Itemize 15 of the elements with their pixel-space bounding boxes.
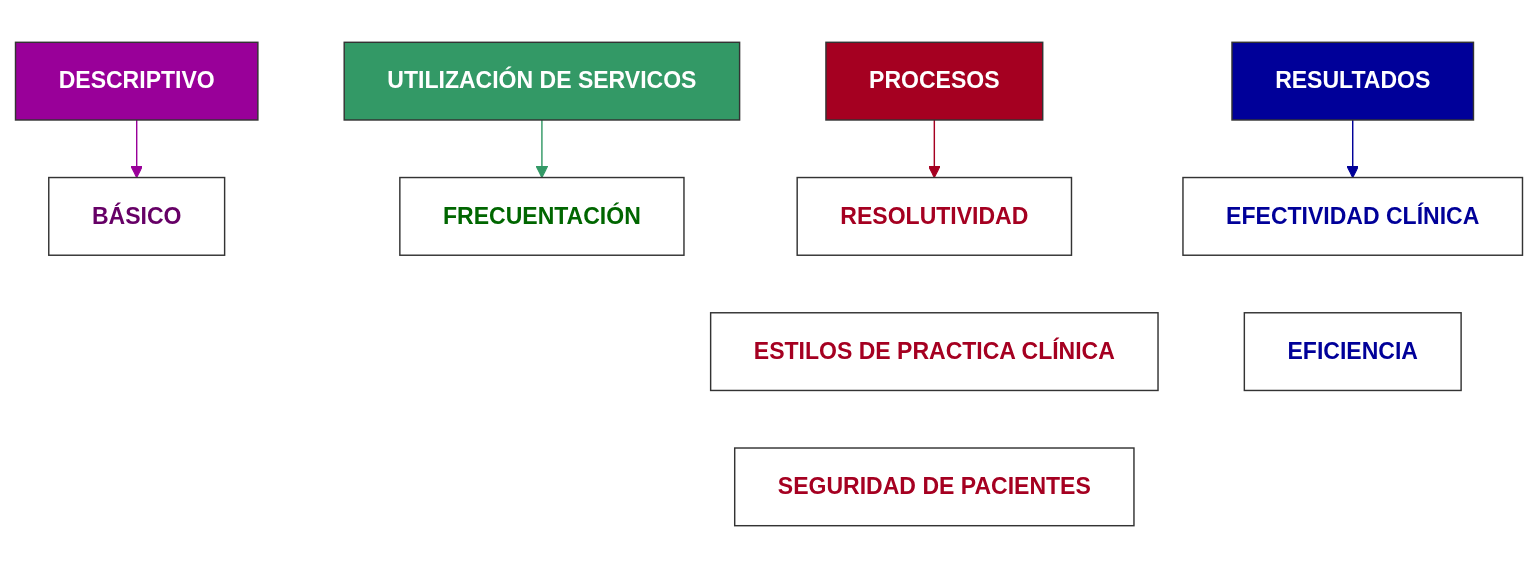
- arrow: [928, 118, 941, 178]
- node-box: EFECTIVIDAD CLÍNICA: [1182, 176, 1524, 256]
- node-box: FRECUENTACIÓN: [399, 176, 685, 256]
- node-box: ESTILOS DE PRACTICA CLÍNICA: [709, 311, 1159, 391]
- node-box: RESOLUTIVIDAD: [796, 176, 1073, 256]
- node-box: EFICIENCIA: [1243, 311, 1462, 391]
- node-box: BÁSICO: [48, 176, 226, 256]
- node-box: PROCESOS: [825, 41, 1044, 121]
- node-box: SEGURIDAD DE PACIENTES: [734, 446, 1135, 526]
- arrow: [535, 118, 549, 178]
- node-box: DESCRIPTIVO: [14, 41, 259, 121]
- arrow: [130, 118, 144, 178]
- arrow: [1346, 118, 1360, 178]
- node-box: RESULTADOS: [1231, 41, 1475, 121]
- node-box: UTILIZACIÓN DE SERVICOS: [343, 41, 741, 121]
